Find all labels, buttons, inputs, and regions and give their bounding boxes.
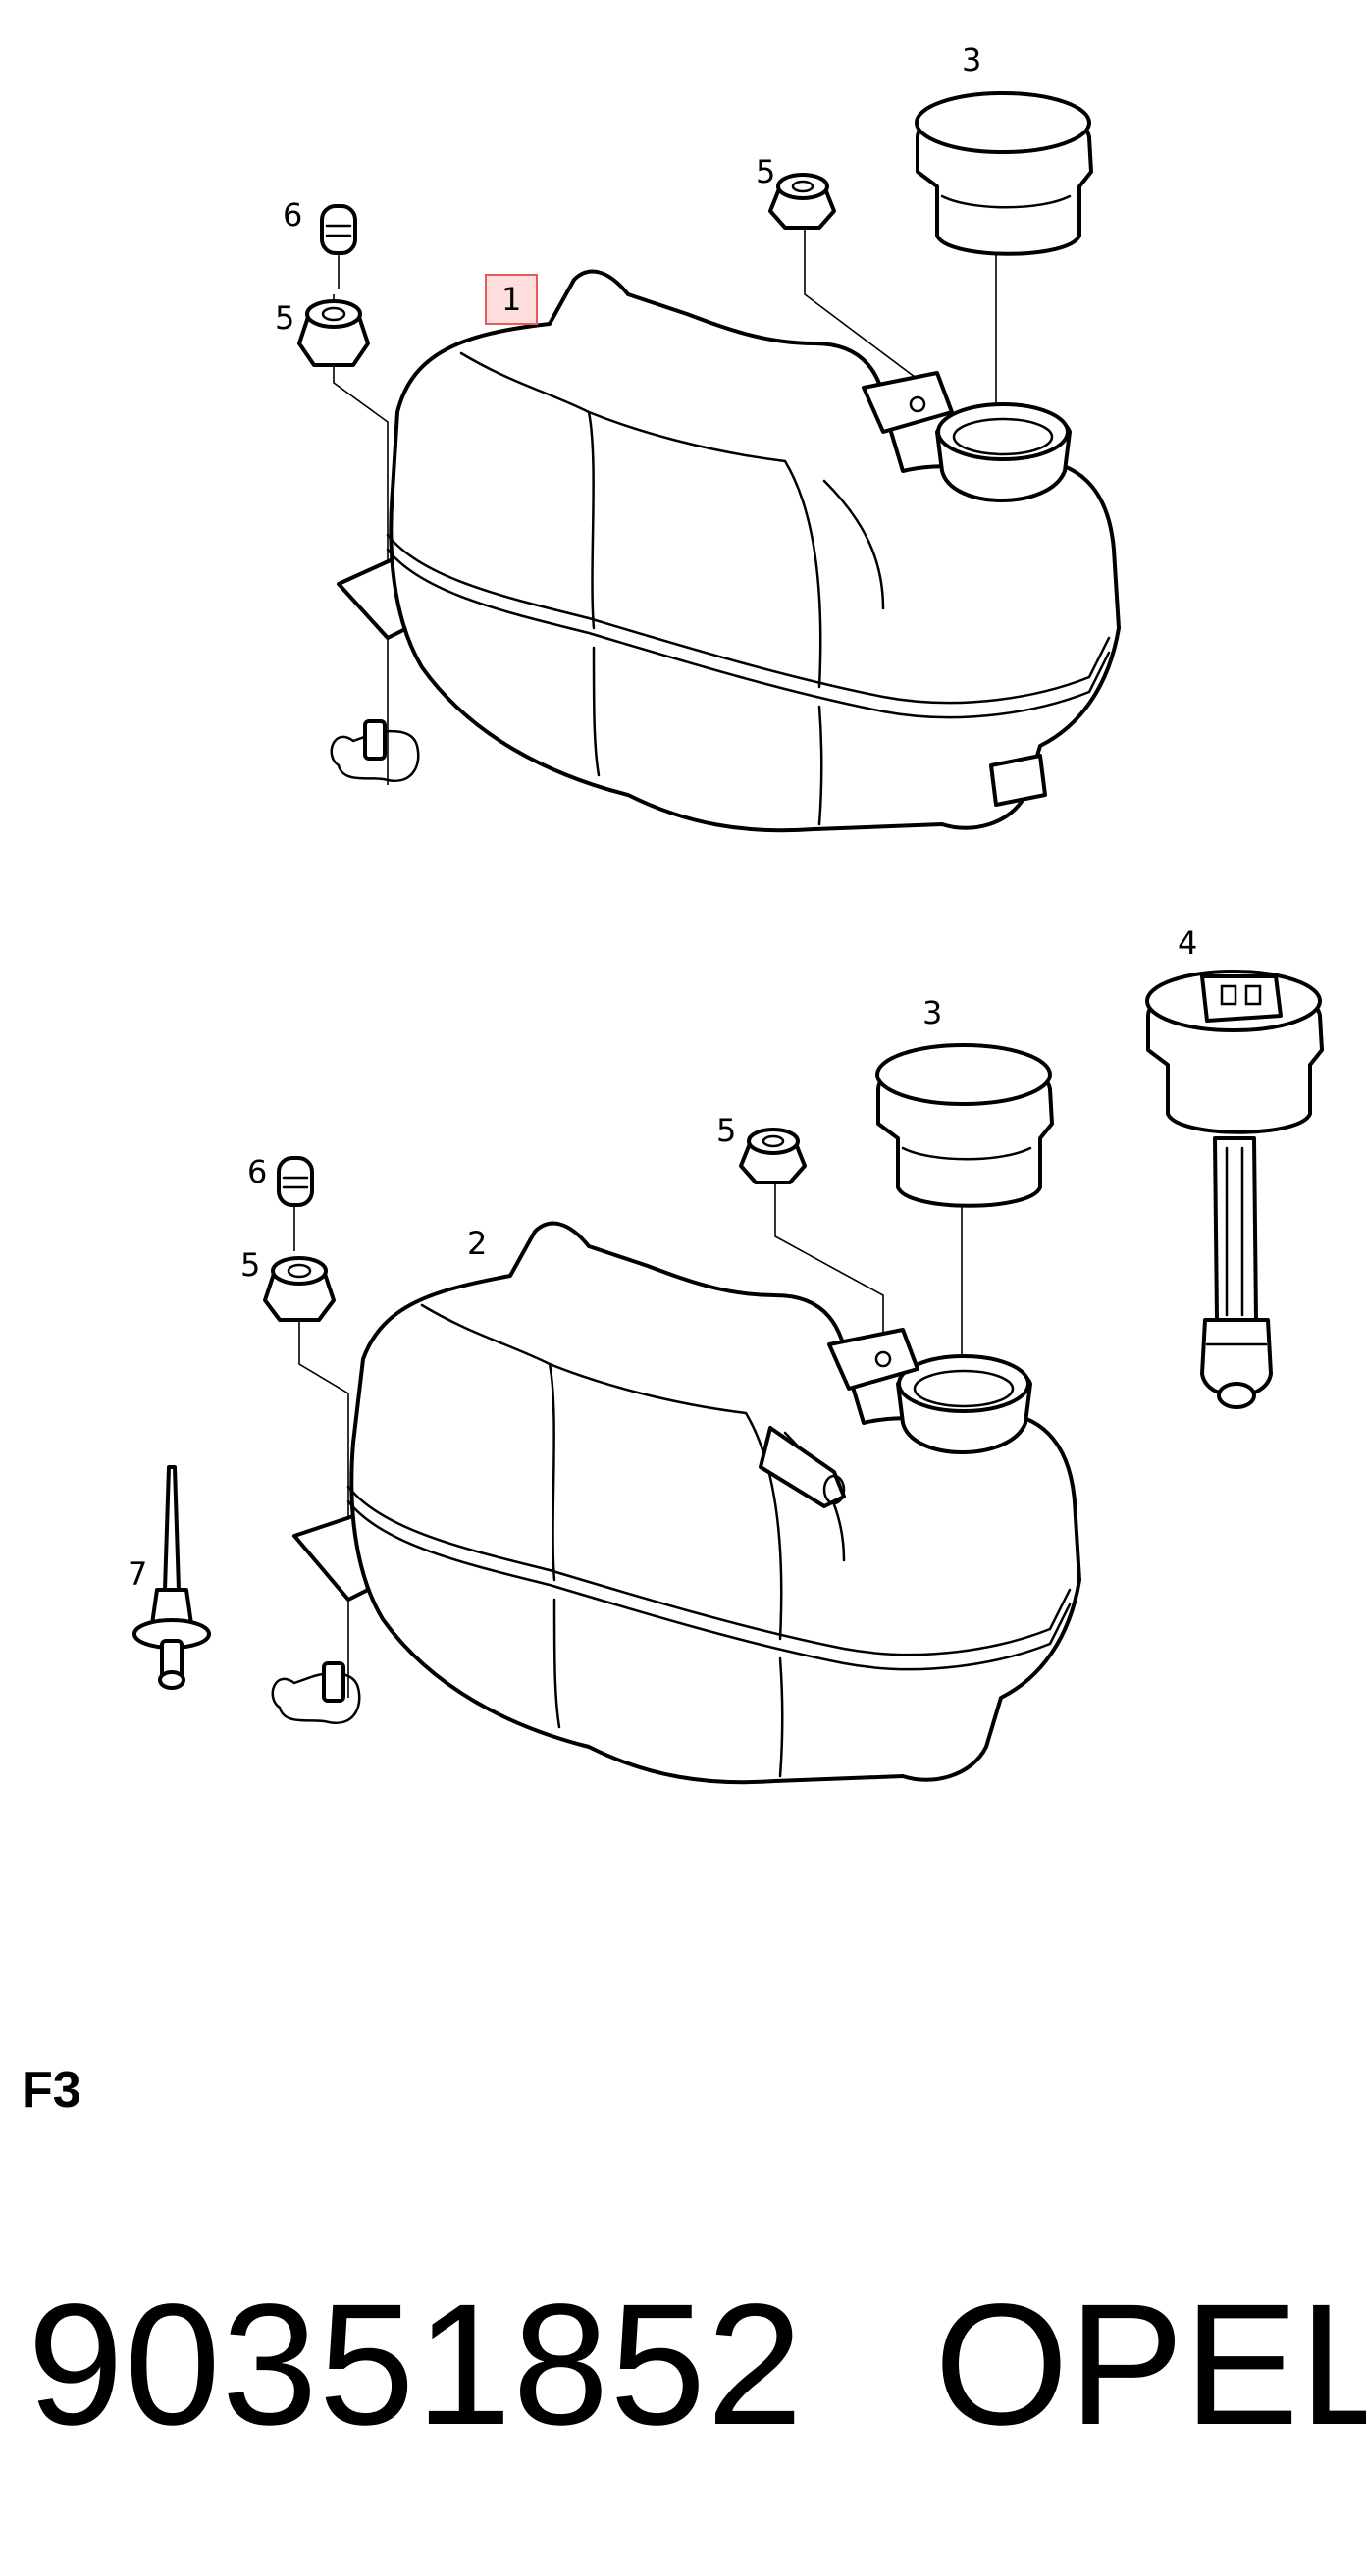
bottom-tank (346, 1221, 1081, 1785)
bottom-cap-sleeve (277, 1156, 314, 1207)
bottom-mount-tab-right (827, 1328, 919, 1391)
part-number: 90351852 (27, 2269, 805, 2461)
callout-top-cap-sleeve: 6 (283, 196, 302, 234)
top-outlet (989, 754, 1047, 807)
top-stud (330, 719, 420, 783)
bottom-stud (271, 1661, 361, 1725)
callout-highlight (485, 274, 538, 325)
top-cap-sleeve (320, 204, 357, 255)
callout-bottom-cap: 3 (922, 994, 942, 1031)
brand-name: OPEL (934, 2269, 1366, 2461)
top-mount-tab-right (862, 371, 954, 434)
callout-bottom-nut-right: 5 (716, 1112, 736, 1149)
top-assembly (297, 91, 1121, 833)
top-tank (386, 269, 1121, 833)
bottom-assembly (132, 970, 1324, 1785)
leader-top-nut-left (333, 294, 389, 785)
top-nut-right (768, 173, 836, 230)
bottom-sensor-cap (1145, 970, 1324, 1409)
bottom-hose-nipple (759, 1426, 846, 1508)
leader-bottom-nut-left (298, 1320, 349, 1698)
callout-bottom-tank: 2 (467, 1225, 487, 1262)
callout-bottom-cap-sleeve: 6 (247, 1153, 267, 1190)
bottom-bolt (132, 1465, 211, 1690)
callout-top-cap: 3 (962, 41, 981, 79)
section-label: F3 (22, 2062, 81, 2119)
callout-bottom-bolt: 7 (128, 1555, 147, 1593)
leader-bottom-nut-right (774, 1183, 884, 1335)
callout-bottom-sensor-cap: 4 (1178, 924, 1197, 962)
top-nut-left (297, 299, 370, 367)
bottom-cap (875, 1043, 1054, 1208)
top-cap (915, 91, 1093, 256)
bottom-nut-right (739, 1128, 807, 1184)
bottom-nut-left (263, 1256, 336, 1322)
callout-top-nut-left: 5 (275, 299, 294, 337)
callout-bottom-nut-left: 5 (240, 1246, 260, 1284)
callout-top-tank: 1 (501, 281, 521, 318)
callout-top-nut-right: 5 (756, 153, 775, 190)
